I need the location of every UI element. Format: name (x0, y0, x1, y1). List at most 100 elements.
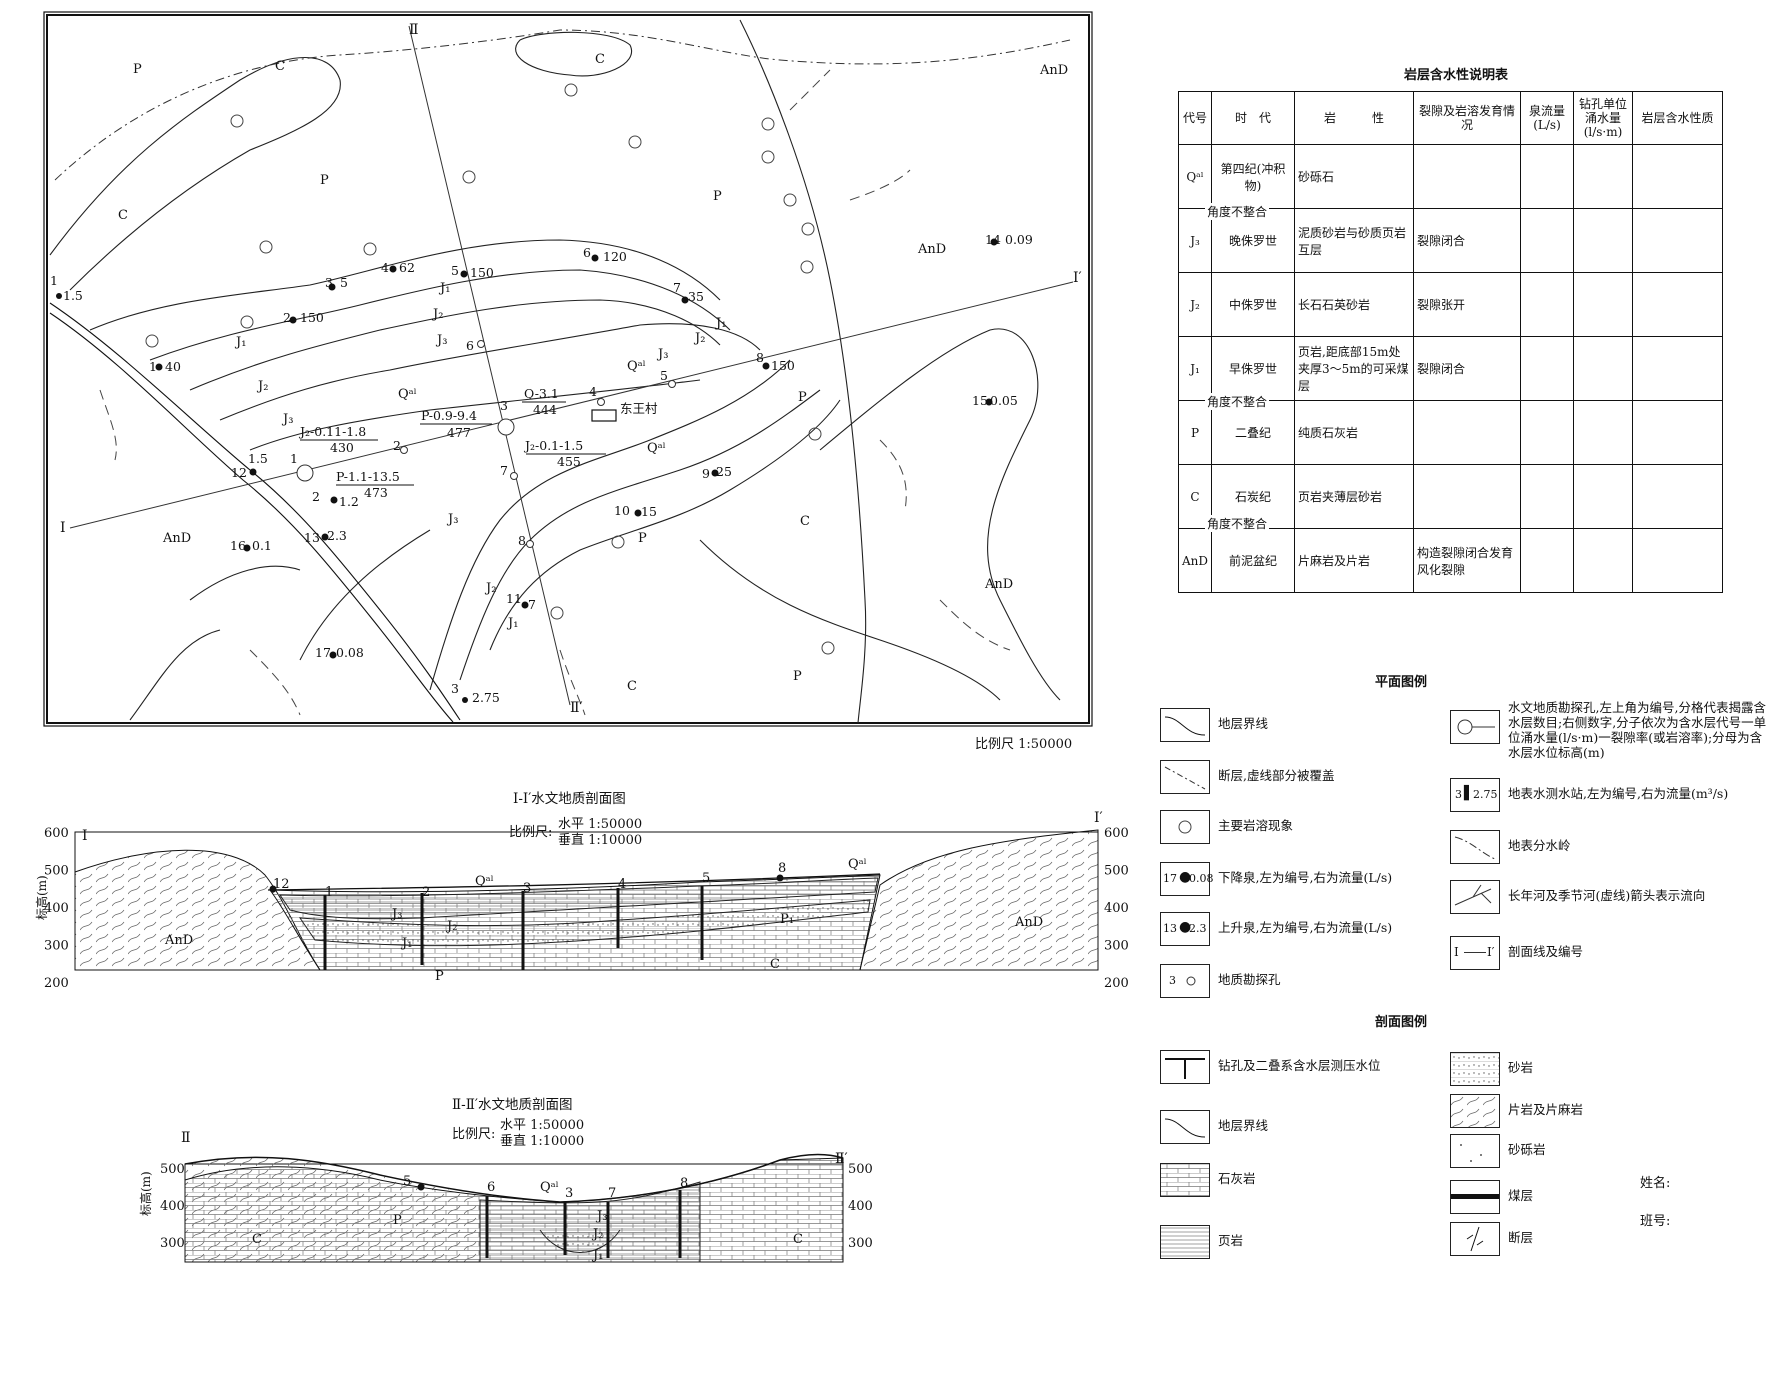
col-frac: 裂隙及岩溶发育情况 (1413, 91, 1522, 145)
cell-frac (1413, 464, 1522, 529)
section-mark: Ⅰ′ (1073, 270, 1082, 286)
section1-boreholes (323, 886, 704, 970)
station-icon: ▌ (1464, 786, 1474, 801)
point-label: 35 (688, 289, 704, 304)
cell-code: AnD (1177, 528, 1213, 593)
unit-label: P (320, 173, 329, 188)
col-age: 时 代 (1211, 91, 1296, 145)
point-label: 8 (518, 533, 526, 548)
cell-age: 早侏罗世 (1211, 336, 1296, 401)
tick-label-right: 300 (1104, 939, 1129, 954)
section-legend-right-4-symbol (1450, 1222, 1500, 1256)
col-spring: 泉流量(L/s) (1520, 91, 1575, 145)
point-label: 40 (165, 359, 181, 374)
point-label: 9 (702, 466, 710, 481)
plan-legend-right-2-symbol (1450, 830, 1500, 864)
legend-glyph (1161, 1164, 1209, 1196)
cell-age: 二叠纪 (1211, 400, 1296, 465)
point-label: 17 (315, 645, 331, 660)
point-label: P-0.9-9.4 (421, 408, 477, 423)
unit-label: C (627, 679, 637, 694)
map-frame-outer (43, 11, 1093, 727)
section-legend-item-2-label: 石灰岩 (1218, 1171, 1256, 1186)
tick-label-left: 600 (44, 826, 69, 841)
legend-val: 0.08 (1189, 872, 1214, 885)
plan-legend-right-4-label: 剖面线及编号 (1508, 944, 1584, 959)
legend-glyph (1186, 976, 1196, 986)
legend-num: 3 (1169, 974, 1176, 987)
section1-ylabel: 标高(m) (34, 875, 49, 920)
point-label: 4 (589, 384, 597, 399)
legend-glyph (1451, 1095, 1499, 1127)
section1-scale-v: 垂直 1:10000 (558, 833, 643, 848)
stratum-boundaries (49, 19, 1061, 724)
point-label: 1.2 (339, 494, 359, 509)
cell-empty (1632, 528, 1723, 593)
unit-label: P (638, 531, 647, 546)
plan-legend-item-1-symbol (1160, 760, 1210, 794)
section-marks: ⅡⅠ′ⅠⅡ′ (60, 22, 1082, 716)
unit-label: C (118, 208, 128, 223)
legend-glyph (1178, 820, 1192, 834)
springs (56, 238, 998, 703)
point-label: 15 (972, 393, 988, 408)
point-label: 7 (500, 463, 508, 478)
point-label: 3 (451, 681, 459, 696)
point-label: 10 (614, 503, 630, 518)
point-label: 0.1 (252, 538, 272, 553)
point-label: 7 (673, 280, 681, 295)
plan-legend-right-2-label: 地表分水岭 (1508, 838, 1571, 853)
legend-glyph (1164, 1118, 1206, 1138)
cell-frac (1413, 400, 1522, 465)
legend-glyph (1457, 719, 1495, 735)
section1-scale-h: 水平 1:50000 (558, 817, 643, 832)
unit-label: P (713, 189, 722, 204)
section-legend-right-3-symbol (1450, 1180, 1500, 1214)
legend-val: 2.75 (1473, 788, 1498, 801)
section2-label: 5 (403, 1174, 411, 1189)
section-mark: Ⅰ (60, 520, 66, 536)
plan-legend-right-3-symbol (1450, 880, 1500, 914)
cell-empty (1520, 464, 1575, 529)
section-legend-right-1-symbol (1450, 1094, 1500, 1128)
unit-label: AnD (162, 531, 191, 546)
karst-features (145, 83, 835, 655)
plan-legend-item-0-label: 地层界线 (1218, 716, 1269, 731)
unit-label: J₁ (714, 316, 726, 331)
point-label: 150 (300, 310, 324, 325)
tick-label-left: 500 (160, 1162, 185, 1177)
point-label: J₂-0.11-1.8 (298, 424, 366, 439)
point-label: 25 (716, 464, 732, 479)
point-label: 1 (149, 359, 157, 374)
point-label: 2 (312, 489, 320, 504)
unit-label: J₁ (438, 281, 450, 296)
point-label: 5 (451, 263, 459, 278)
legend-line (1464, 952, 1486, 953)
section1-end-left: Ⅰ (82, 828, 88, 844)
section-legend-right-0-label: 砂岩 (1508, 1060, 1534, 1075)
plan-legend-item-2-label: 主要岩溶现象 (1218, 818, 1294, 833)
section2-scale-label: 比例尺: (452, 1127, 496, 1142)
plan-legend-item-4-label: 上升泉,左为编号,右为流量(L/s) (1218, 920, 1393, 935)
point-label: 430 (330, 440, 354, 455)
section-legend-item-1-label: 地层界线 (1218, 1118, 1269, 1133)
cell-empty (1632, 464, 1723, 529)
legend-glyph (1460, 1144, 1482, 1162)
section1-label: Qᵃˡ (848, 857, 867, 872)
cell-lith: 长石石英砂岩 (1294, 272, 1415, 337)
section1-label: 3 (523, 881, 531, 896)
legend-glyph (1451, 1053, 1499, 1085)
plan-legend-right-0-label: 水文地质勘探孔,左上角为编号,分格代表揭露含水层数目;右侧数字,分子依次为含水层… (1508, 700, 1767, 760)
section2-label: 8 (680, 1176, 688, 1191)
cell-empty (1520, 208, 1575, 273)
cell-empty (1520, 272, 1575, 337)
cell-empty (1573, 144, 1634, 209)
